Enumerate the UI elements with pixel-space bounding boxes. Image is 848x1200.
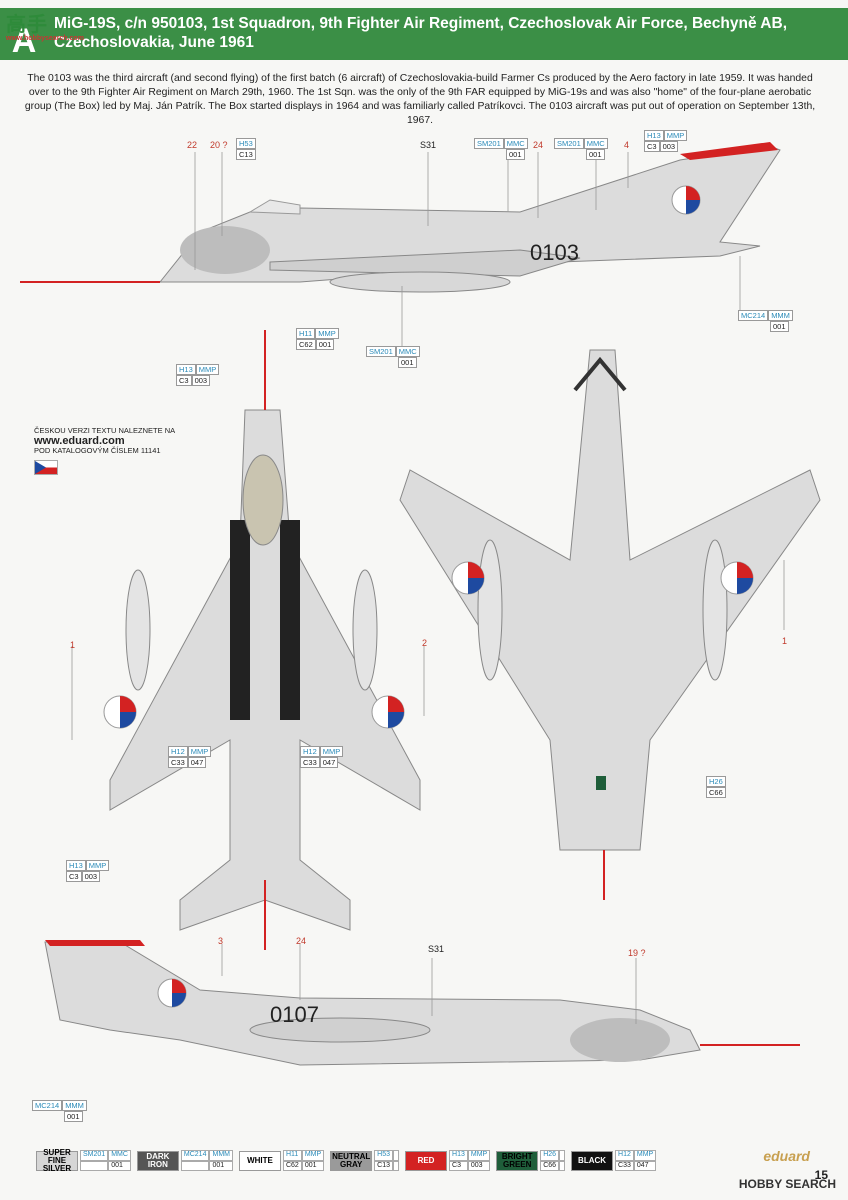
intro-text: The 0103 was the third aircraft (and sec… <box>24 73 816 126</box>
page-number: 15 <box>814 1168 828 1182</box>
eduard-logo: eduard <box>763 1148 810 1164</box>
paint-code <box>393 1160 400 1171</box>
hobby-search-logo: HOBBY SEARCH <box>738 1177 836 1191</box>
callout-22: 22 <box>187 140 198 150</box>
color-swatch: RED <box>405 1150 448 1171</box>
paint-code: H11 <box>282 1150 302 1161</box>
paint-code: H26 <box>540 1150 560 1161</box>
paint-code: C33 <box>615 1160 634 1171</box>
paint-code: 001 <box>209 1160 233 1171</box>
callout-s31-bottom: S31 <box>428 944 445 954</box>
top-view <box>103 330 421 950</box>
paint-code <box>80 1160 109 1171</box>
paint-code <box>180 1160 210 1171</box>
bottom-view <box>399 349 821 900</box>
profile-marker: A <box>0 22 48 60</box>
callout-19: 19 ? <box>628 948 646 958</box>
callout-3: 3 <box>218 936 224 946</box>
paint-code: H13 <box>449 1150 468 1161</box>
paint-code: MC214 <box>180 1150 210 1161</box>
eduard-url-link[interactable]: www.eduard.com <box>34 435 125 447</box>
callout-2: 2 <box>422 638 428 648</box>
leader-lines <box>71 152 785 1024</box>
paint-code <box>393 1150 400 1161</box>
paint-code <box>559 1150 566 1161</box>
paint-code: MMM <box>209 1150 233 1161</box>
color-swatch: NEUTRAL GRAY <box>330 1150 373 1171</box>
paint-code: MMP <box>301 1150 325 1161</box>
color-swatch: BRIGHT GREEN <box>496 1150 539 1171</box>
paint-code: MMP <box>633 1150 657 1161</box>
serial-bottom: 0107 <box>270 1002 319 1027</box>
paint-code <box>559 1160 566 1171</box>
paint-code: 047 <box>633 1160 657 1171</box>
paint-code: 001 <box>301 1160 325 1171</box>
paint-code: 001 <box>108 1160 131 1171</box>
callout-1-right: 1 <box>782 636 788 646</box>
paint-code: H12 <box>615 1150 634 1161</box>
czech-flag-icon <box>34 460 58 475</box>
paint-code: C66 <box>540 1160 560 1171</box>
callout-24: 24 <box>533 140 544 150</box>
paint-code: C62 <box>282 1160 302 1171</box>
czech-note: ČESKOU VERZI TEXTU NALEZNETE NA www.edua… <box>34 426 175 478</box>
profile-title: MiG-19S, c/n 950103, 1st Squadron, 9th F… <box>54 15 788 51</box>
serial-top: 0103 <box>530 240 579 265</box>
callout-s31: S31 <box>420 140 437 150</box>
paint-code: H53 <box>374 1150 394 1161</box>
callout-24-bottom: 24 <box>296 936 307 946</box>
callout-20: 20 ? <box>210 140 228 150</box>
paint-code: C13 <box>374 1160 394 1171</box>
paint-code: MMP <box>467 1150 491 1161</box>
color-swatch: DARK IRON <box>136 1150 179 1171</box>
callout-1-left: 1 <box>70 640 76 650</box>
side-profile-left: 0103 <box>20 142 781 293</box>
color-swatch: SUPER FINE SILVER <box>36 1148 78 1172</box>
header-bar <box>0 8 848 60</box>
paint-code: MMC <box>108 1150 131 1161</box>
side-profile-right: 0107 <box>44 940 800 1066</box>
paint-code: C3 <box>449 1160 468 1171</box>
color-swatch: BLACK <box>571 1150 614 1171</box>
color-swatch: WHITE <box>238 1150 281 1171</box>
paint-code: 003 <box>467 1160 491 1171</box>
paint-code: SM201 <box>80 1150 109 1161</box>
callout-4: 4 <box>624 140 630 150</box>
